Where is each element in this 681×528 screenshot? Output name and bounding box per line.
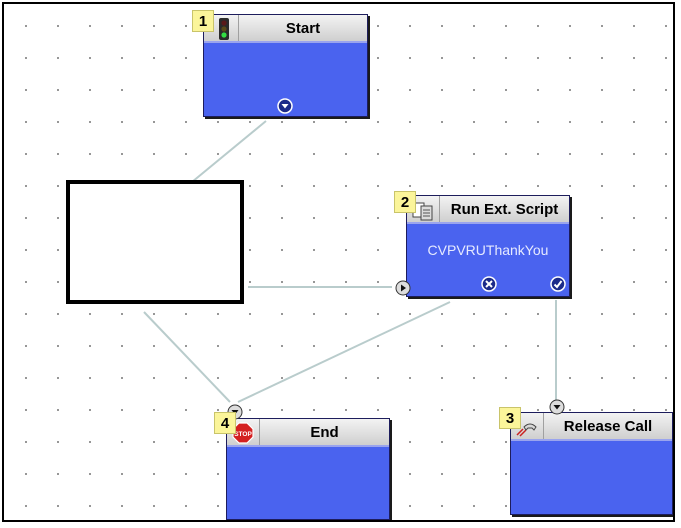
connection-layer: [143, 120, 557, 403]
end-node-title: End: [259, 419, 389, 445]
run-ext-script-node-title: Run Ext. Script: [439, 196, 569, 222]
run-ext-script-node-header: Run Ext. Script: [407, 196, 569, 224]
empty-element-box[interactable]: [66, 180, 244, 304]
release-call-icon: [515, 415, 539, 439]
traffic-light-icon: [212, 17, 236, 41]
release-call-node-number: 3: [499, 407, 521, 429]
release-call-entry-port[interactable]: [549, 399, 565, 415]
script-name-label: CVPVRUThankYou: [427, 242, 549, 258]
start-node-title: Start: [238, 15, 367, 41]
start-exit-port[interactable]: [277, 98, 293, 114]
script-canvas[interactable]: Start 1 Run Ext. Script CVPVRUThankYou: [2, 2, 675, 522]
connection-box-to-end[interactable]: [143, 311, 231, 403]
release-call-node[interactable]: Release Call: [510, 399, 673, 515]
end-node[interactable]: STOP End: [226, 404, 390, 520]
release-call-node-header: Release Call: [511, 413, 672, 441]
script-entry-port[interactable]: [395, 280, 411, 296]
end-node-header: STOP End: [227, 419, 389, 447]
svg-text:STOP: STOP: [234, 431, 252, 438]
run-ext-script-node-number: 2: [394, 191, 416, 213]
script-failure-port-icon[interactable]: [481, 276, 497, 292]
connection-script-to-end[interactable]: [237, 301, 451, 403]
script-success-port-icon[interactable]: [550, 276, 566, 292]
start-node[interactable]: Start: [203, 14, 368, 117]
run-ext-script-node[interactable]: Run Ext. Script CVPVRUThankYou: [395, 195, 570, 297]
connection-start-to-box[interactable]: [191, 120, 267, 183]
start-node-header: Start: [204, 15, 367, 43]
release-call-node-title: Release Call: [543, 413, 672, 439]
start-node-number: 1: [192, 10, 214, 32]
end-node-number: 4: [214, 412, 236, 434]
